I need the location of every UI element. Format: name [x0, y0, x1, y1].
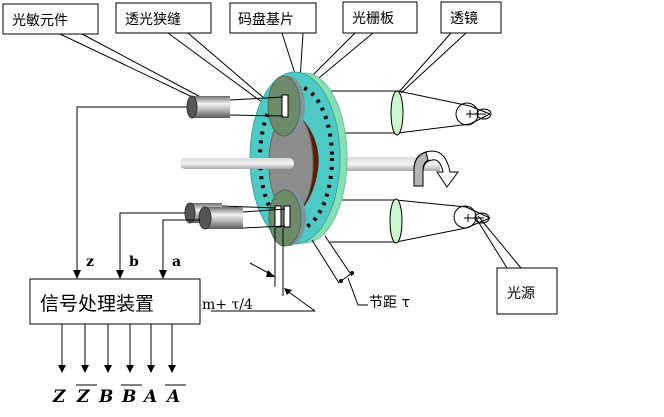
lower-photo-element-icon-2 [198, 206, 286, 230]
signal-processor-label: 信号处理装置 [40, 293, 154, 315]
wire-b [119, 212, 185, 272]
input-label-z: z [86, 254, 94, 270]
callout-light-source: 光源 [475, 215, 558, 315]
output-label-z: Z [52, 387, 66, 407]
upper-grating-plate [267, 75, 305, 137]
callout-photo-element-label: 光敏元件 [12, 13, 68, 29]
callout-slit: 透光狭缝 [115, 2, 273, 109]
leader-line [167, 32, 271, 109]
offset-annotation [211, 228, 316, 312]
upper-slit [281, 94, 289, 118]
input-label-b: b [129, 254, 139, 270]
lower-grating-plate [268, 189, 306, 247]
shaft-left [180, 158, 294, 169]
leader-line [187, 32, 273, 106]
output-label-a: A [142, 387, 157, 407]
leader-line [81, 33, 209, 102]
callout-light-source-label: 光源 [507, 286, 535, 302]
leader-line [400, 32, 467, 94]
callout-slit-label: 透光狭缝 [125, 12, 181, 28]
wire-z [76, 106, 187, 272]
signal-wires [73, 106, 200, 279]
pitch-label: 节距 τ [369, 295, 410, 311]
upper-light-source-icon [455, 102, 492, 126]
wire-a [162, 219, 200, 272]
upper-light-path [330, 90, 491, 134]
lower-slit-b [283, 205, 291, 228]
lower-lens [389, 198, 403, 244]
shaft-right [330, 157, 440, 171]
input-label-a: a [172, 254, 181, 270]
upper-lens [390, 90, 404, 136]
callout-lens-label: 透镜 [450, 11, 478, 27]
leader-line [397, 32, 452, 94]
callout-code-disc-label: 码盘基片 [238, 11, 294, 28]
rotation-arrow-icon [413, 150, 459, 188]
callout-photo-element: 光敏元件 [2, 3, 209, 104]
lower-light-source-icon [453, 205, 490, 229]
output-label-z-bar: Z [76, 387, 90, 407]
output-arrows [58, 324, 176, 373]
lower-slit-a [274, 205, 282, 228]
pitch-annotation [311, 235, 368, 306]
callout-lens: 透镜 [397, 1, 502, 94]
output-label-b-bar: B [121, 387, 136, 407]
leader-line [59, 33, 206, 104]
leader-line [475, 217, 508, 269]
offset-label: m+ τ/4 [202, 297, 253, 313]
leader-line [477, 215, 522, 269]
callout-code-disc: 码盘基片 [229, 2, 317, 81]
output-label-b: B [98, 387, 113, 407]
signal-processor-box [29, 278, 201, 325]
output-label-a-bar: A [165, 387, 180, 407]
callout-grating-label: 光栅板 [352, 11, 394, 27]
